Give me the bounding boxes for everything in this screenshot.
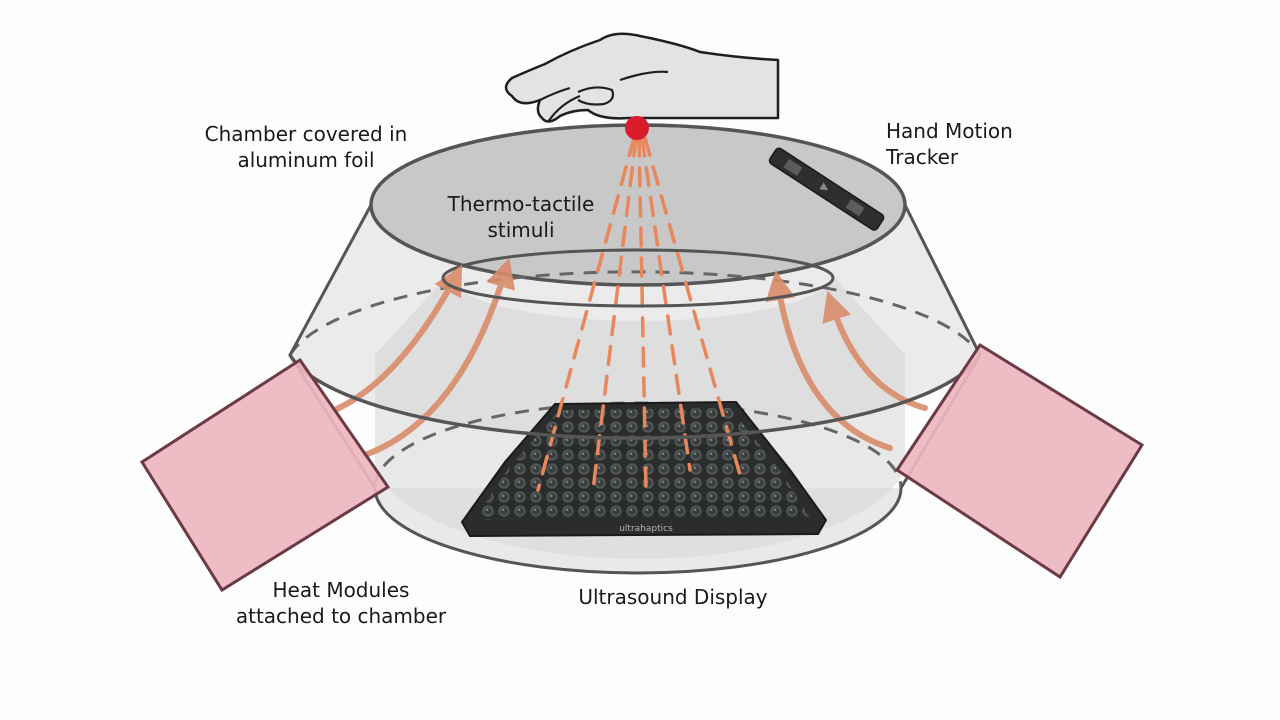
label-heat-modules-line-1: Heat Modules <box>272 578 410 602</box>
tracker-sensor-left <box>783 158 803 176</box>
label-ultrasound-display-text: Ultrasound Display <box>578 585 768 609</box>
label-chamber-line-1: Chamber covered in <box>204 122 408 146</box>
focal-point <box>625 116 649 140</box>
ultrasound-beam-4 <box>640 136 692 472</box>
hand-finger-line-3 <box>619 70 669 82</box>
heat-arrow-right-inner <box>765 270 893 451</box>
tracker-sensor-right <box>845 199 865 217</box>
ultrasound-beam-2 <box>591 136 638 492</box>
label-thermo-tactile-line-1: Thermo-tactile <box>447 192 595 216</box>
hand-motion-tracker-device <box>768 147 885 231</box>
label-chamber: Chamber covered in aluminum foil <box>186 121 426 173</box>
label-hand-motion-tracker-line-2: Tracker <box>886 145 959 169</box>
chamber-inner-ring-back <box>441 248 835 279</box>
tracker-logo-icon <box>819 182 829 191</box>
heat-arrow-left-inner <box>362 257 515 458</box>
label-thermo-tactile-line-2: stimuli <box>487 218 555 242</box>
ultrasound-beam-5 <box>643 136 742 477</box>
label-heat-modules-line-2: attached to chamber <box>235 604 447 628</box>
label-thermo-tactile: Thermo-tactile stimuli <box>421 191 621 243</box>
heat-flow-arrows <box>332 257 928 458</box>
chamber-rim-back <box>288 270 982 356</box>
chamber-rim-front <box>288 354 982 440</box>
label-ultrasound-display: Ultrasound Display <box>560 584 786 610</box>
label-chamber-line-2: aluminum foil <box>237 148 375 172</box>
hand-thumb-line <box>577 86 615 106</box>
heat-arrow-right-outer <box>822 290 928 411</box>
ultrasound-beams <box>536 136 742 492</box>
chamber-inner-ring-front <box>441 277 835 308</box>
heat-arrow-left-outer <box>332 264 463 413</box>
device-brand-text: ultrahaptics <box>619 524 673 534</box>
heat-module-left <box>139 357 391 593</box>
ultrasound-beam-3 <box>637 136 648 492</box>
hand-illustration <box>504 32 780 123</box>
hand-finger-line-2 <box>547 94 581 123</box>
label-hand-motion-tracker: Hand Motion Tracker <box>886 118 1013 170</box>
label-hand-motion-tracker-line-1: Hand Motion <box>886 119 1013 143</box>
ultrasound-beam-1 <box>536 136 636 492</box>
heat-modules <box>139 342 1145 593</box>
hand-icon <box>504 32 780 123</box>
label-heat-modules: Heat Modules attached to chamber <box>216 577 466 629</box>
heat-module-right <box>894 342 1145 580</box>
hand-finger-line-1 <box>539 86 571 101</box>
